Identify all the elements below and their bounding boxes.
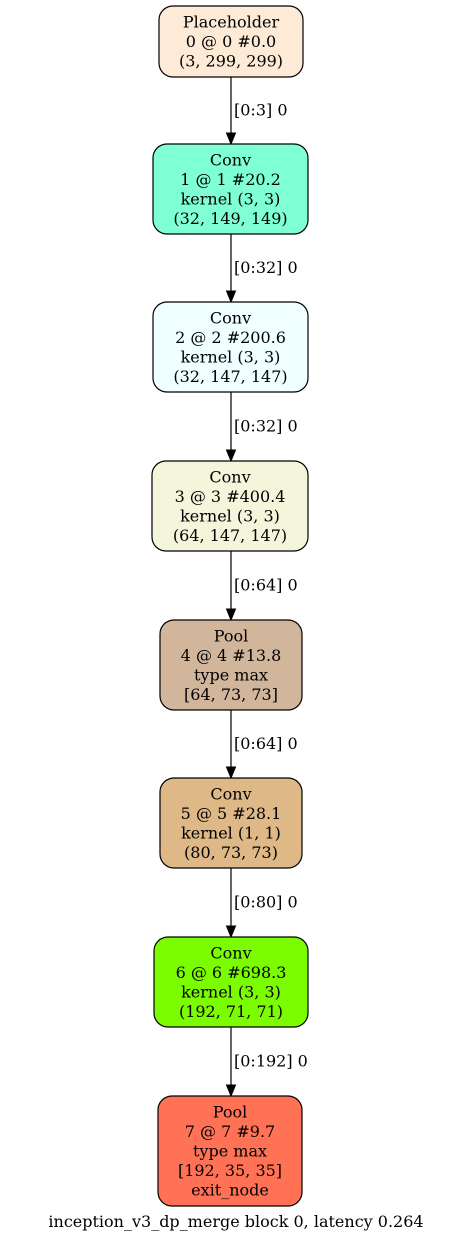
node-6-line-0: Conv (210, 943, 251, 962)
node-2-line-0: Conv (210, 308, 251, 327)
node-1-line-1: 1 @ 1 #20.2 (180, 170, 281, 189)
edge-3-label: [0:64] 0 (234, 576, 298, 595)
edge-1: [0:32] 0 (225, 234, 298, 304)
node-3-line-0: Conv (209, 467, 250, 486)
node-3-line-3: (64, 147, 147) (173, 526, 287, 545)
node-3-line-2: kernel (3, 3) (180, 506, 280, 525)
edge-5-label: [0:80] 0 (234, 893, 298, 912)
edge-0-label: [0:3] 0 (234, 101, 288, 120)
edge-6-arrowhead (225, 1084, 237, 1098)
graph-caption: inception_v3_dp_merge block 0, latency 0… (48, 1212, 423, 1231)
edge-6-label: [0:192] 0 (234, 1052, 308, 1071)
node-5-box (159, 777, 303, 869)
node-1-box (152, 143, 309, 235)
node-2-line-2: kernel (3, 3) (181, 347, 281, 366)
node-2-line-3: (32, 147, 147) (173, 367, 287, 386)
edge-1-label: [0:32] 0 (234, 258, 298, 277)
node-4-line-0: Pool (214, 626, 249, 645)
node-4-line-1: 4 @ 4 #13.8 (181, 646, 282, 665)
node-4-line-3: [64, 73, 73] (184, 685, 278, 704)
node-5-line-2: kernel (1, 1) (181, 823, 281, 842)
node-0-box (158, 5, 304, 78)
node-7-line-3: [192, 35, 35] (178, 1161, 282, 1180)
node-1-line-3: (32, 149, 149) (173, 209, 287, 228)
edge-0-arrowhead (225, 132, 237, 146)
node-6-line-1: 6 @ 6 #698.3 (176, 963, 287, 982)
edge-3-arrowhead (225, 608, 237, 622)
node-1-line-0: Conv (210, 150, 251, 169)
edge-1-arrowhead (225, 290, 237, 304)
node-6-line-2: kernel (3, 3) (181, 982, 281, 1001)
node-7-line-0: Pool (213, 1103, 248, 1122)
node-4-line-2: type max (194, 665, 268, 684)
edge-4-label: [0:64] 0 (234, 734, 298, 753)
node-4-box (159, 619, 303, 711)
node-3-line-1: 3 @ 3 #400.4 (175, 487, 286, 506)
node-5-line-3: (80, 73, 73) (184, 843, 278, 862)
node-0-line-0: Placeholder (183, 13, 280, 32)
node-7-line-4: exit_node (191, 1181, 269, 1200)
node-0-line-2: (3, 299, 299) (179, 52, 283, 71)
node-7-box (157, 1095, 303, 1207)
edge-5-arrowhead (225, 925, 237, 939)
edge-2-arrowhead (225, 449, 237, 463)
edge-4: [0:64] 0 (225, 710, 298, 780)
node-7-line-1: 7 @ 7 #9.7 (185, 1122, 275, 1141)
node-5-line-1: 5 @ 5 #28.1 (181, 804, 282, 823)
node-5-line-0: Conv (210, 784, 251, 803)
edge-6: [0:192] 0 (225, 1027, 308, 1098)
node-7-line-2: type max (193, 1142, 267, 1161)
edge-3: [0:64] 0 (225, 551, 298, 622)
node-2-line-1: 2 @ 2 #200.6 (175, 328, 286, 347)
edge-4-arrowhead (225, 766, 237, 780)
node-0-line-1: 0 @ 0 #0.0 (186, 32, 276, 51)
edge-0: [0:3] 0 (225, 77, 288, 146)
node-6-box (153, 936, 309, 1028)
node-2-box (152, 301, 309, 393)
node-1-line-2: kernel (3, 3) (181, 189, 281, 208)
node-3-box (151, 460, 309, 552)
edge-2-label: [0:32] 0 (234, 417, 298, 436)
edge-5: [0:80] 0 (225, 868, 298, 939)
edges-layer: [0:3] 0 [0:32] 0 [0:32] 0 [0:64] 0 [0:64] 0 [… (225, 77, 308, 1098)
edge-2: [0:32] 0 (225, 392, 298, 463)
node-6-line-3: (192, 71, 71) (179, 1002, 283, 1021)
